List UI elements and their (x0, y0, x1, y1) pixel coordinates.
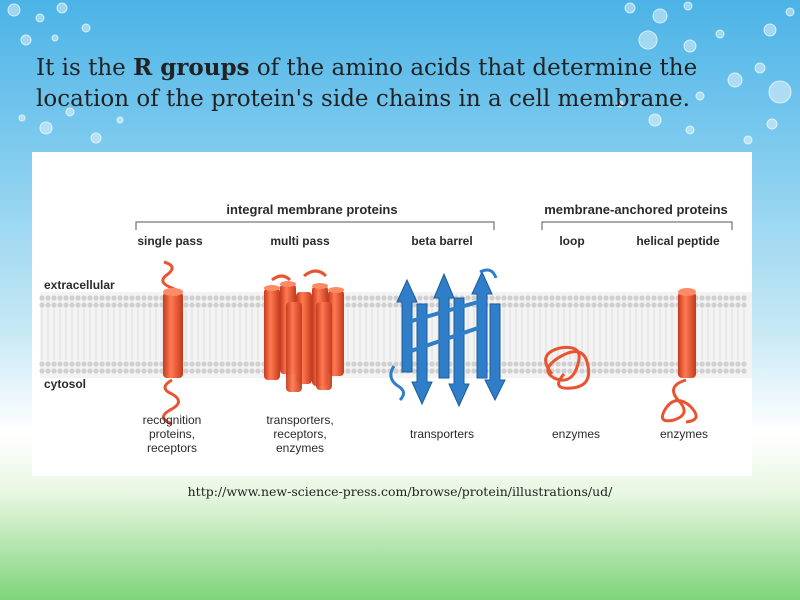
multi-pass-label: multi pass (270, 234, 330, 248)
membrane-anchored-proteins-label: membrane-anchored proteins (544, 202, 728, 217)
single-pass-function-1: recognition (143, 413, 202, 427)
group-brackets (135, 221, 733, 230)
helical-peptide-protein (660, 288, 698, 424)
single-pass-label: single pass (137, 234, 203, 248)
multi-pass-function-3: enzymes (276, 441, 324, 455)
slide-title: It is the R groups of the amino acids th… (36, 54, 698, 112)
multi-pass-protein (264, 269, 344, 392)
multi-pass-function-2: receptors, (273, 427, 326, 441)
single-pass-function-3: receptors (147, 441, 197, 455)
integral-membrane-proteins-label: integral membrane proteins (226, 202, 397, 217)
multi-pass-function-1: transporters, (266, 413, 333, 427)
loop-function: enzymes (552, 427, 600, 441)
decorative-bubbles (7, 1, 795, 145)
beta-barrel-label: beta barrel (411, 234, 472, 248)
loop-label: loop (559, 234, 584, 248)
source-url: http://www.new-science-press.com/browse/… (187, 484, 613, 499)
membrane-bilayer (39, 292, 752, 378)
single-pass-protein (161, 260, 183, 426)
helical-peptide-function: enzymes (660, 427, 708, 441)
loop-protein (544, 345, 591, 390)
beta-barrel-protein (389, 268, 506, 408)
helical-peptide-label: helical peptide (636, 234, 720, 248)
beta-barrel-function: transporters (410, 427, 474, 441)
single-pass-function-2: proteins, (149, 427, 195, 441)
cytosol-label: cytosol (44, 377, 86, 391)
membrane-protein-figure: integral membrane proteins membrane-anch… (32, 152, 752, 476)
extracellular-label: extracellular (44, 278, 115, 292)
title-emphasis: R groups (133, 54, 250, 81)
